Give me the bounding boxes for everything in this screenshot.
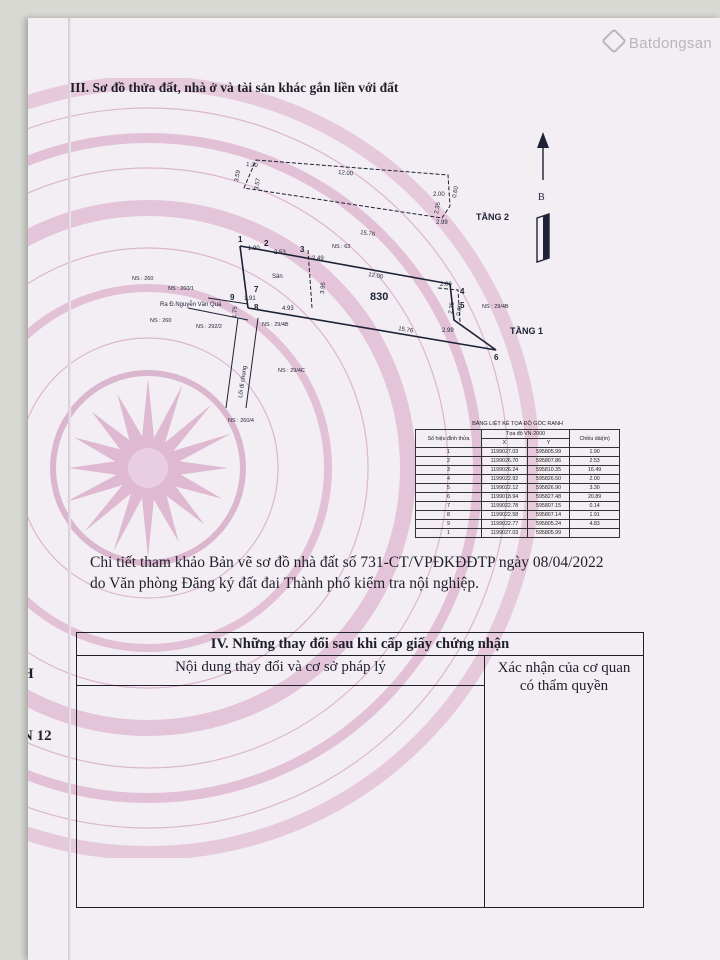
parcel-number: 830: [370, 291, 388, 303]
road-label: Ra Đ.Nguyễn Văn Quá: [160, 301, 222, 308]
dim-mid-9: 15.76: [398, 326, 414, 335]
dim-mid-3: 2.49: [312, 256, 324, 262]
section4-title: IV. Những thay đổi sau khi cấp giấy chứn…: [77, 633, 643, 656]
alley-label: Lối đi chung: [238, 365, 248, 398]
section4-table: IV. Những thay đổi sau khi cấp giấy chứn…: [76, 632, 644, 908]
page-fold: [68, 18, 71, 960]
point-8: 8: [254, 303, 259, 312]
section4-col1: [77, 655, 485, 907]
neighbor-9: NS : 260/4: [228, 418, 254, 424]
dim-top-1: 1.20: [246, 162, 259, 169]
neighbor-4: NS : 292/2: [196, 324, 222, 330]
coord-header-x: X: [480, 438, 528, 448]
north-arrow: B: [536, 132, 550, 263]
point-3: 3: [300, 245, 305, 254]
dim-mid-1: 1.90: [248, 246, 260, 252]
dim-top-6: 0.60: [452, 185, 460, 198]
dim-mid-2: 2.53: [274, 250, 286, 256]
land-plot-sketch: 1.20 12.00 3.59 3.57 2.00 0.60 2.35 2.99…: [132, 159, 543, 424]
section4-col2-header: Xác nhận của cơ quan có thẩm quyền: [497, 660, 631, 694]
dim-top-5: 2.00: [433, 192, 445, 198]
coord-header-vn2000: Tọa độ VN-2000: [480, 429, 571, 439]
dim-top-9: 15.76: [360, 230, 376, 238]
point-5: 5: [460, 301, 465, 310]
dim-mid-13: 2.35: [448, 301, 456, 314]
neighbor-2: NS : 260/1: [168, 286, 194, 292]
floor2-label: TẦNG 2: [476, 212, 509, 222]
section3-title: III. Sơ đồ thửa đất, nhà ở và tài sản kh…: [70, 80, 399, 95]
point-6: 6: [494, 353, 499, 362]
house-logo-icon: [601, 28, 627, 54]
dim-top-4: 3.57: [254, 177, 262, 190]
neighbor-6: NS : 29/4B: [262, 322, 289, 328]
certificate-page: Batdongsan III. Sơ đồ thửa đất, nhà ở và…: [28, 18, 720, 960]
point-2: 2: [264, 239, 269, 248]
dim-mid-11: 2.99: [442, 328, 454, 334]
dim-mid-4: 4.93: [282, 306, 294, 312]
dim-mid-5: 1.91: [244, 296, 256, 302]
reference-line-1: Chi tiết tham khảo Bản vẽ sơ đồ nhà đất …: [90, 554, 604, 571]
section4-header-divider: [77, 685, 484, 686]
neighbor-1: NS : 260: [132, 276, 153, 282]
dim-mid-8: 12.00: [368, 272, 384, 281]
dim-top-7: 2.35: [434, 201, 442, 214]
dim-top-2: 12.00: [338, 170, 354, 177]
neighbor-8: NS : 29/4C: [278, 368, 305, 374]
dim-top-3: 3.59: [234, 169, 242, 182]
coord-header-point: Số hiệu đỉnh thửa: [415, 429, 482, 448]
left-edge-text-1: H: [28, 666, 34, 683]
reference-note: Chi tiết tham khảo Bản vẽ sơ đồ nhà đất …: [90, 552, 603, 594]
point-4: 4: [460, 287, 465, 296]
reference-line-2: do Văn phòng Đăng ký đất đai Thành phố k…: [90, 575, 480, 592]
watermark-logo: Batdongsan: [601, 28, 712, 54]
dim-mid-7: 3.95: [320, 281, 327, 294]
dim-mid-6: 1.75: [232, 305, 239, 318]
neighbor-3: NS : 260: [150, 318, 171, 324]
point-7: 7: [254, 285, 259, 294]
neighbor-7: NS : 29/4B: [482, 304, 509, 310]
point-1: 1: [238, 235, 243, 244]
dim-top-8: 2.99: [436, 220, 448, 226]
north-label: B: [538, 192, 545, 203]
point-9: 9: [230, 293, 235, 302]
coord-header-length: Chiều dài(m): [569, 429, 620, 448]
coord-header-y: Y: [526, 438, 571, 448]
dim-mid-10: 2.00: [440, 282, 452, 288]
floor1-label: TẦNG 1: [510, 326, 543, 336]
san-label: Sân: [272, 274, 283, 280]
neighbor-5: NS : 63: [332, 244, 350, 250]
dim-mid-12: 0.60: [456, 303, 464, 316]
coord-table-caption: BẢNG LIỆT KÊ TỌA ĐỘ GÓC RANH: [472, 421, 563, 427]
section4-col1-header: Nội dung thay đổi và cơ sở pháp lý: [175, 659, 386, 675]
left-edge-text-2: N 12: [28, 728, 52, 744]
coordinate-table: BẢNG LIỆT KÊ TỌA ĐỘ GÓC RANH Số hiệu đỉn…: [415, 420, 620, 538]
